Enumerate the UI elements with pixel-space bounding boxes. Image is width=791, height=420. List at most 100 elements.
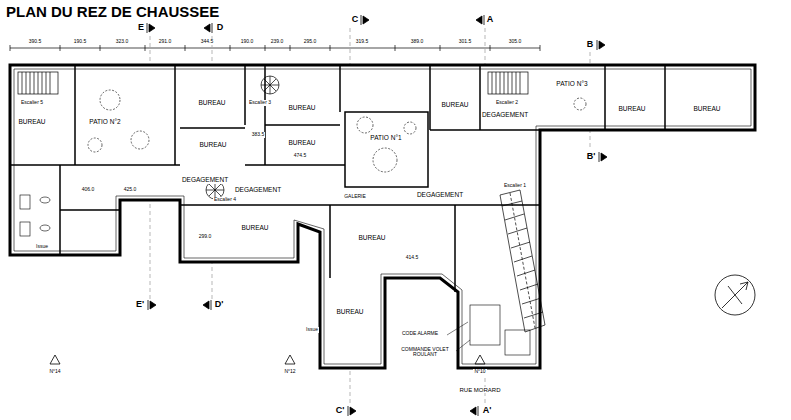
plan-stroke <box>88 138 102 152</box>
room-name: BUREAU <box>241 224 268 231</box>
room-name: PATIO N°3 <box>556 80 587 87</box>
room-label: BUREAU <box>617 105 646 112</box>
inner-wall-line <box>14 69 751 364</box>
north-arrow <box>715 275 755 315</box>
plan-stroke <box>475 355 485 364</box>
patio-tree <box>88 90 586 172</box>
spiral-stair <box>18 72 528 199</box>
plan-note: Escalier 1 <box>503 183 527 189</box>
plan-stroke <box>75 65 665 165</box>
plan-note: 414.5 <box>405 255 420 261</box>
room-name: BUREAU <box>358 234 385 241</box>
sanitary-fixture <box>20 195 530 355</box>
plan-note: GALERIE <box>343 194 367 200</box>
room-name: DEGAGEMENT <box>482 111 528 118</box>
plan-stroke <box>261 76 279 94</box>
room-name: DEGAGEMENT <box>182 176 228 183</box>
plan-note: CODE ALARME <box>401 331 439 337</box>
dimension-text: 295.0 <box>303 39 318 45</box>
plan-stroke <box>492 72 520 94</box>
plan-stroke <box>285 355 295 364</box>
dimension-text: 301.5 <box>458 39 473 45</box>
room-label: DEGAGEMENT <box>234 186 282 193</box>
plan-stroke <box>470 406 478 416</box>
plan-stroke <box>50 355 60 364</box>
plan-stroke <box>345 112 428 187</box>
plan-stroke <box>348 406 356 416</box>
plan-stroke <box>357 117 373 133</box>
outer-wall <box>10 65 755 368</box>
interior-walls <box>10 65 665 292</box>
plan-stroke <box>715 275 755 315</box>
room-label: DEGAGEMENT <box>481 111 529 118</box>
section-letter: A' <box>482 406 493 416</box>
plan-stroke <box>10 45 540 51</box>
dimension-text: 344.5 <box>200 39 215 45</box>
room-name: BUREAU <box>18 118 45 125</box>
plan-stroke <box>599 152 607 162</box>
plan-note: Escalier 5 <box>20 100 44 106</box>
plan-stroke <box>148 300 156 310</box>
plan-note: COMMANDE VOLET ROULANT <box>399 347 451 358</box>
plan-stroke <box>40 225 50 231</box>
plan-note: Escalier 2 <box>495 100 519 106</box>
dimension-text: 389.0 <box>410 39 425 45</box>
room-label: BUREAU <box>198 141 227 148</box>
section-letter: C' <box>335 406 346 416</box>
plan-stroke <box>500 190 545 332</box>
plan-stroke <box>505 330 530 355</box>
section-letter: E <box>137 23 145 33</box>
plan-stroke <box>131 131 149 149</box>
room-name: BUREAU <box>198 99 225 106</box>
room-label: BUREAU <box>357 234 386 241</box>
plan-stroke <box>488 72 528 94</box>
plan-stroke <box>574 98 586 110</box>
dimension-text: 390.5 <box>28 39 43 45</box>
section-letter: E' <box>135 300 145 310</box>
plan-stroke <box>147 23 155 33</box>
plan-stroke <box>10 165 540 292</box>
plan-title: PLAN DU REZ DE CHAUSSEE <box>6 3 219 20</box>
section-letter: A <box>486 15 495 25</box>
room-label: BUREAU <box>197 99 226 106</box>
section-letter: D' <box>214 300 225 310</box>
plan-stroke <box>510 193 535 328</box>
dimension-text: 305.0 <box>508 39 523 45</box>
plan-note: 474.5 <box>293 153 308 159</box>
stair-flight <box>500 190 545 332</box>
plan-stroke <box>10 48 540 49</box>
plan-note: Escalier 3 <box>248 100 272 106</box>
plan-note: Escalier 4 <box>213 197 237 203</box>
room-name: PATIO N°1 <box>370 134 401 141</box>
room-name: BUREAU <box>199 141 226 148</box>
plan-note: 383.5 <box>251 132 266 138</box>
plan-note: RUE MORARD <box>458 387 501 394</box>
plan-stroke <box>261 76 279 94</box>
room-name: BUREAU <box>288 139 315 146</box>
plan-stroke <box>722 282 748 308</box>
plan-stroke <box>597 40 605 50</box>
room-label: BUREAU <box>287 104 316 111</box>
room-label: PATIO N°2 <box>88 118 121 125</box>
room-label: BUREAU <box>240 224 269 231</box>
plan-stroke <box>203 300 211 310</box>
room-label: PATIO N°1 <box>369 134 402 141</box>
plan-stroke <box>204 23 212 33</box>
plan-note: N°12 <box>283 369 296 375</box>
plan-stroke <box>404 122 416 134</box>
plan-stroke <box>373 148 397 172</box>
room-label: BUREAU <box>287 139 316 146</box>
room-label: DEGAGEMENT <box>181 176 229 183</box>
room-name: BUREAU <box>618 105 645 112</box>
dimension-text: 291.0 <box>158 39 173 45</box>
plan-note: Issue <box>305 327 319 333</box>
plan-stroke <box>20 195 30 209</box>
plan-note: N°10 <box>473 369 486 375</box>
dimension-text: 190.5 <box>73 39 88 45</box>
plan-stroke <box>20 222 30 236</box>
dimension-text: 239.0 <box>270 39 285 45</box>
plan-note: N°14 <box>48 369 61 375</box>
plan-stroke <box>22 72 50 94</box>
